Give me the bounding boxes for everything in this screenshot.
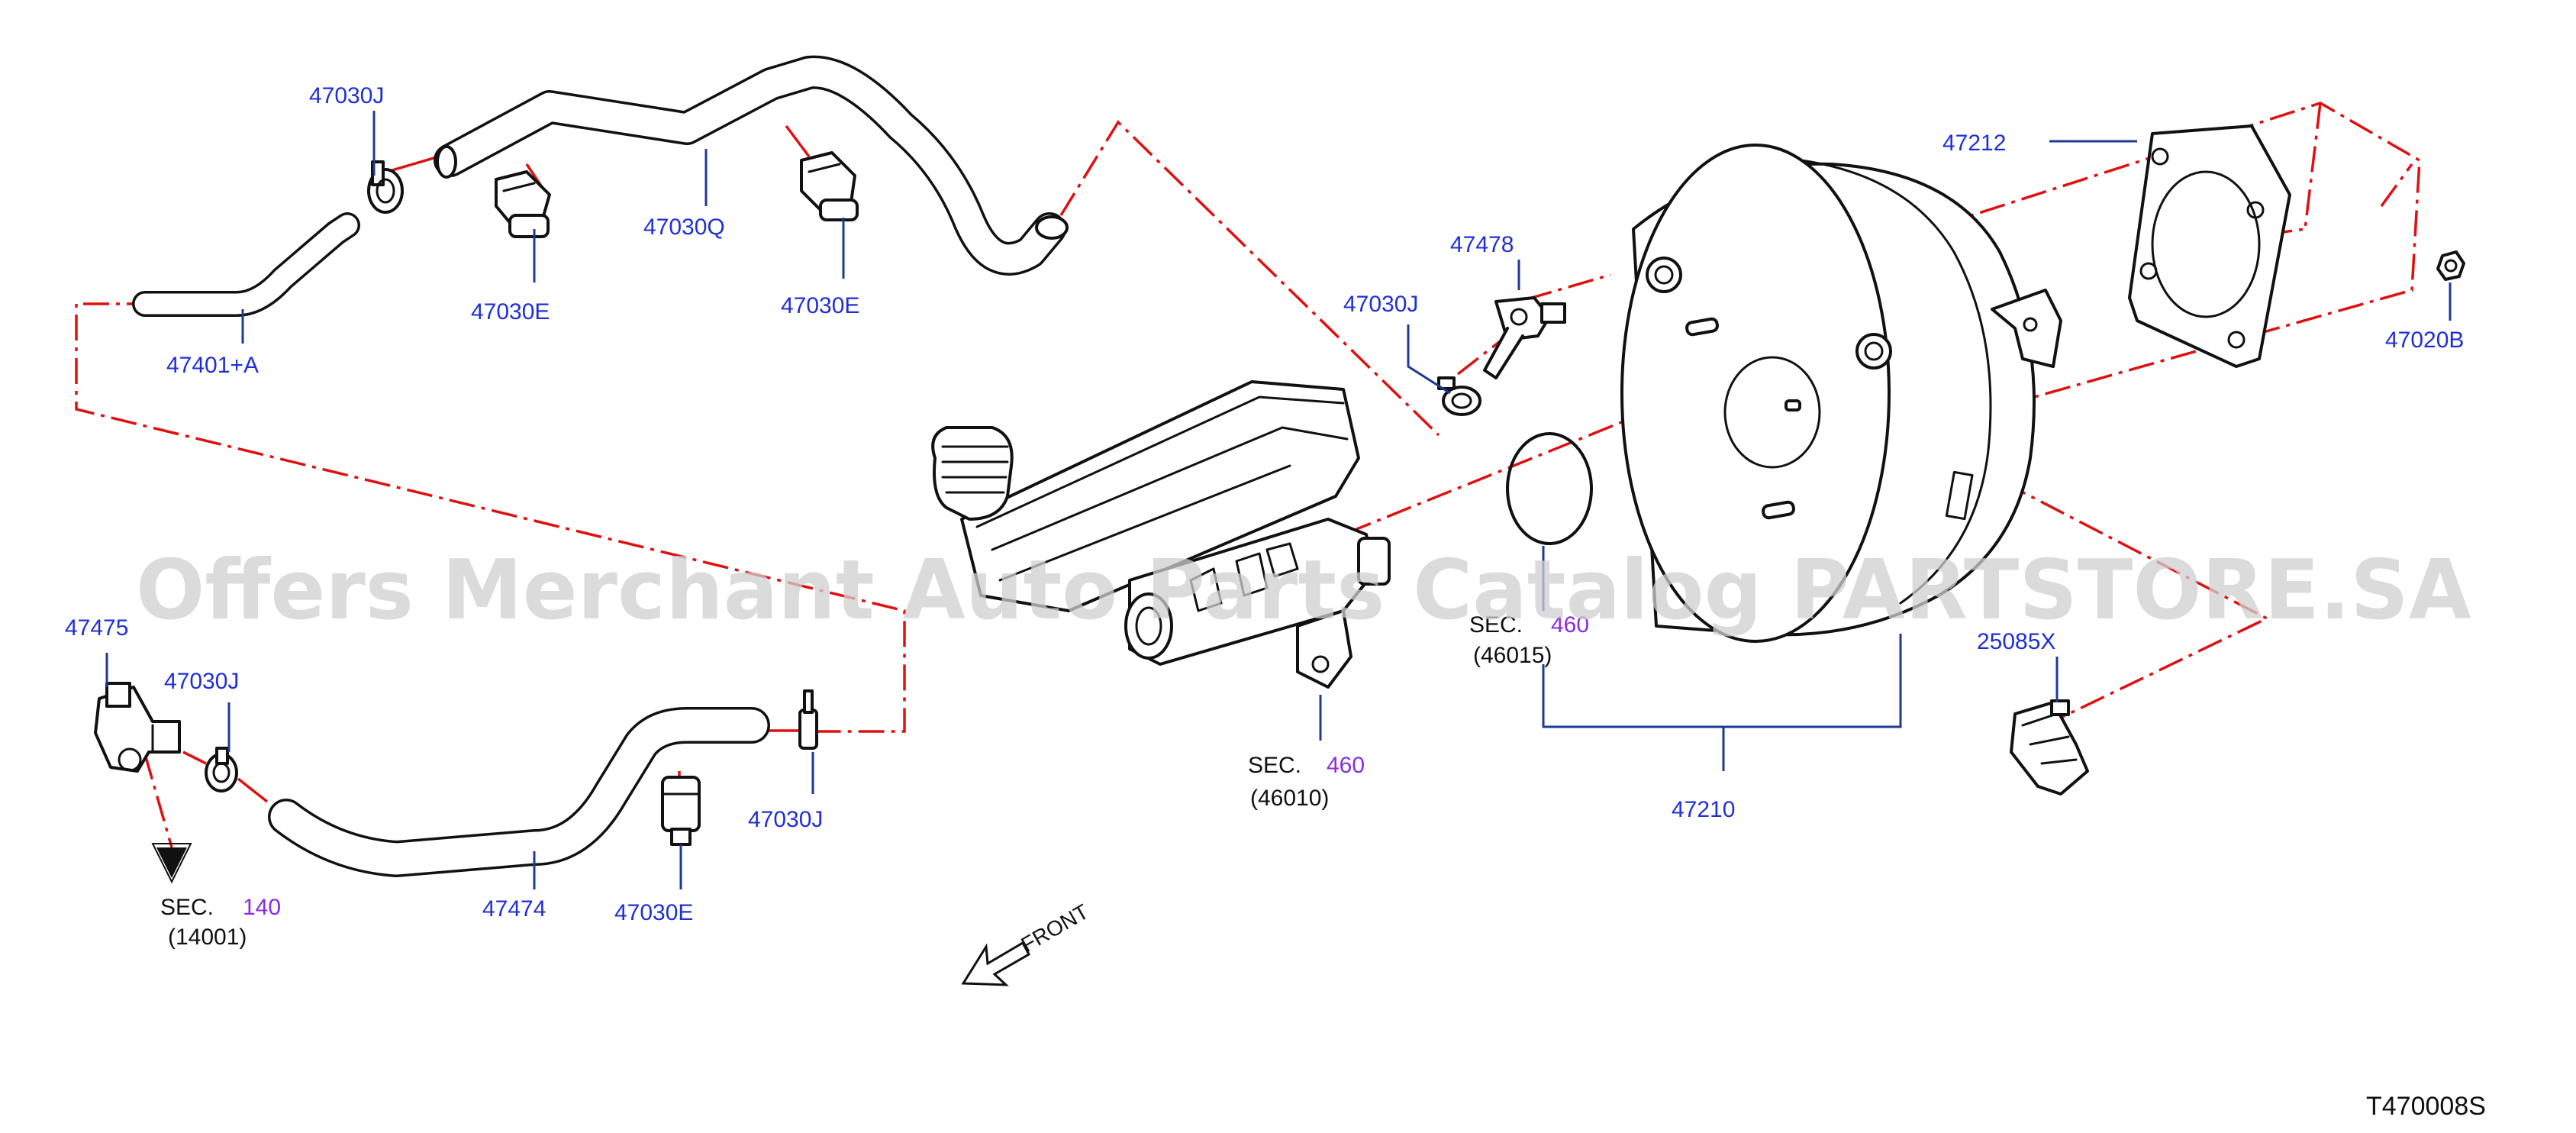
callout-47030q: 47030Q [643,215,725,240]
callout-47210: 47210 [1672,797,1735,822]
clamp-47030j-right [1437,376,1481,416]
arrow-sec140 [151,843,192,884]
sec-46015-code: (46015) [1473,643,1552,668]
front-label: FRONT [1017,899,1093,957]
brake-booster-47210 [1620,144,2062,643]
check-valve-47030e-c [661,776,701,846]
callout-47030j-a: 47030J [309,83,384,108]
sec-14001-num: 140 [243,895,281,920]
check-valve-47030e-a [495,170,551,238]
connector-47475 [94,682,181,773]
master-cylinder-illustration [931,380,1391,689]
hose-47401a [132,212,360,317]
o-ring-sec46015 [1506,432,1593,545]
leader-lines [105,111,2452,889]
sensor-25085x [2010,699,2089,796]
gasket-47212 [2128,124,2291,368]
clamp-47030j-lower-mid [798,689,818,750]
sec-14001-code: (14001) [168,925,247,950]
nut-47020b [2436,250,2465,281]
callout-47030j-c: 47030J [164,669,239,694]
callout-47475: 47475 [65,615,128,641]
watermark: Offers Merchant Auto Parts Catalog PARTS… [136,543,2471,638]
fitting-47478 [1483,296,1566,379]
callout-47030e-a: 47030E [471,299,550,324]
hose-47030q [434,55,1069,276]
callout-47401a: 47401+A [166,353,259,378]
callout-47030j-b: 47030J [1343,292,1418,317]
sec-46010-label: SEC. [1248,753,1301,778]
callout-47030j-d: 47030J [748,807,823,832]
callout-47474: 47474 [482,896,546,922]
callout-47030e-b: 47030E [781,293,859,318]
check-valve-47030e-b [800,151,859,221]
sec-46010-num: 460 [1327,753,1365,778]
callout-47030e-c: 47030E [614,900,693,925]
callout-labels: 47030J 47030E 47030Q 47030E 47401+A 4721… [65,83,2464,925]
hose-47474 [268,707,770,877]
front-direction-arrow: FRONT [961,899,1093,986]
callout-47020b: 47020B [2385,328,2464,353]
callout-25085x: 25085X [1977,629,2055,654]
callout-47478: 47478 [1450,232,1514,257]
diagram-code: T470008S [2366,1092,2486,1121]
callout-47212: 47212 [1942,131,2006,156]
sec-46010-code: (46010) [1250,786,1329,811]
sec-46015-num: 460 [1551,612,1589,638]
sec-46015-label: SEC. [1469,612,1523,638]
sec-14001-label: SEC. [160,895,214,920]
section-references: SEC. 460 (46010) SEC. 460 (46015) SEC. 1… [160,612,1589,950]
clamp-47030j-lower-left [205,747,238,792]
